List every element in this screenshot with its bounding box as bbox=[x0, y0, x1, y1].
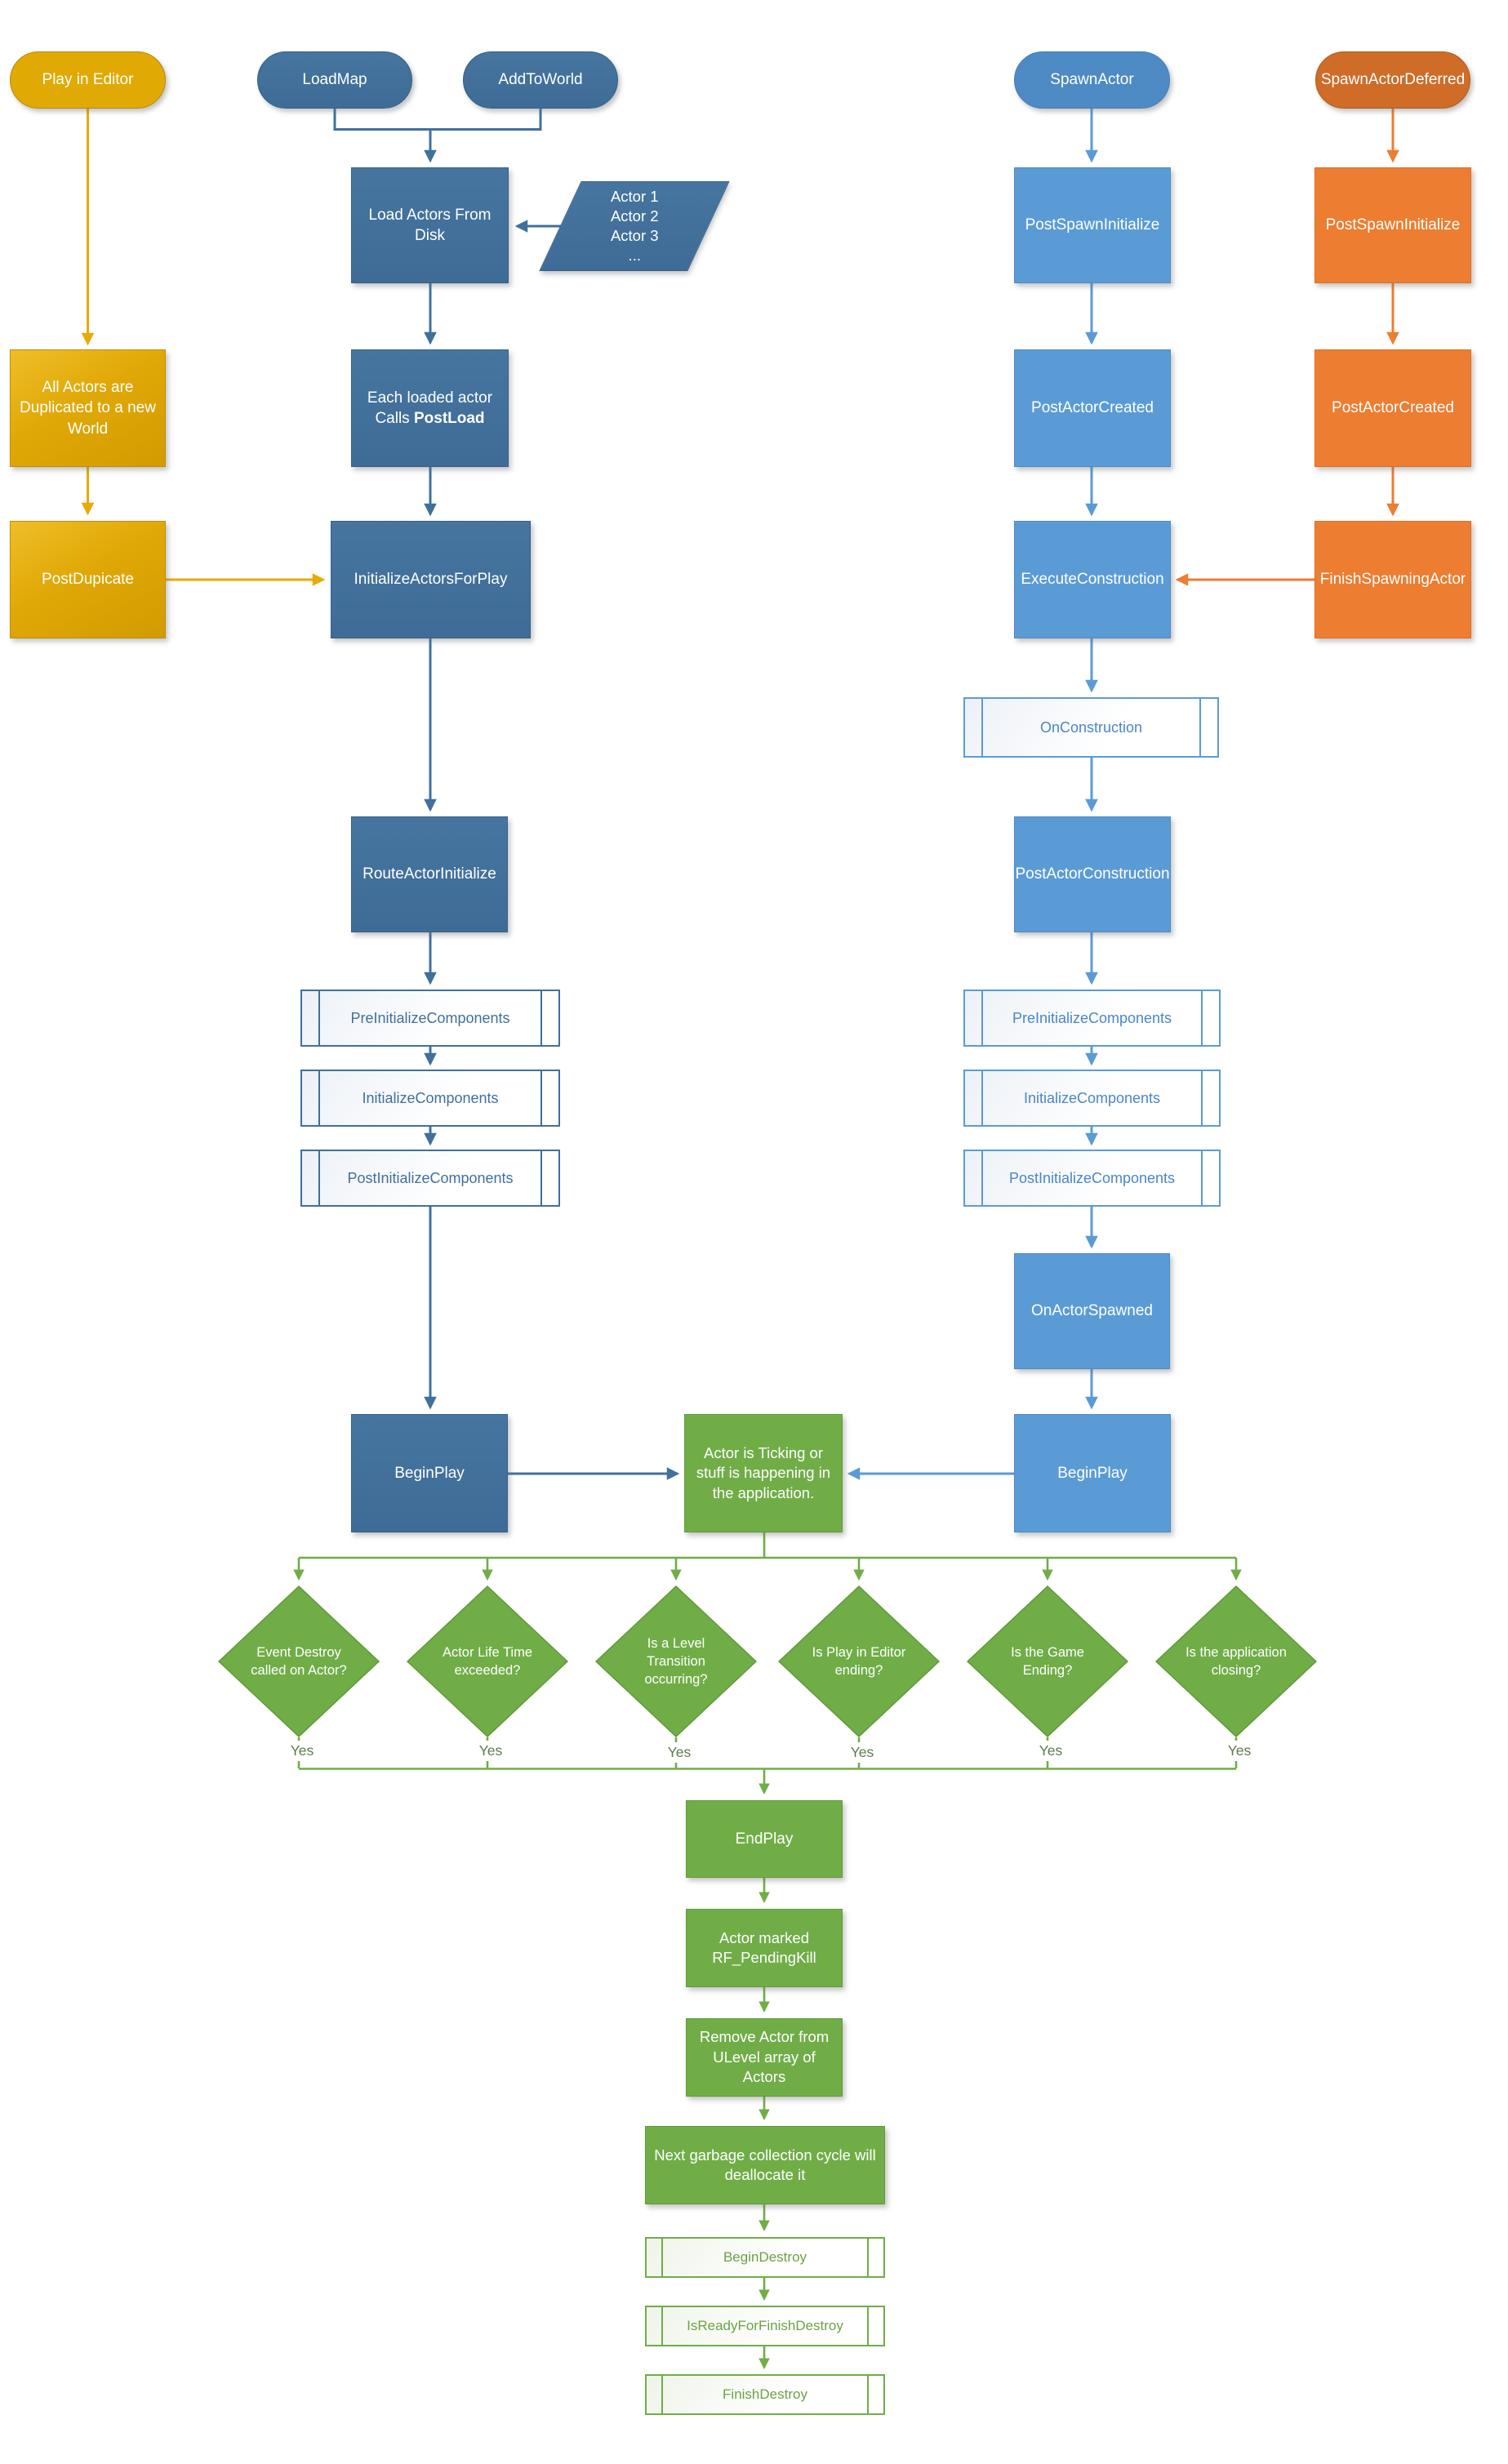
each-loaded-actor-line2: Calls PostLoad bbox=[375, 410, 485, 427]
decision-application-closing: Is the application closing? bbox=[1155, 1586, 1317, 1737]
process-begin-play-left: BeginPlay bbox=[351, 1414, 508, 1532]
yes-label-4: Yes bbox=[836, 1742, 888, 1763]
subroutine-finish-destroy: FinishDestroy bbox=[645, 2374, 885, 2415]
process-all-actors-duplicated: All Actors are Duplicated to a new World bbox=[10, 349, 166, 467]
process-initialize-actors-for-play: InitializeActorsForPlay bbox=[331, 521, 531, 638]
process-post-actor-created-deferred: PostActorCreated bbox=[1314, 349, 1471, 467]
process-begin-play-right: BeginPlay bbox=[1014, 1414, 1171, 1532]
process-post-dupicate: PostDupicate bbox=[10, 521, 166, 638]
subroutine-post-initialize-components-right: PostInitializeComponents bbox=[963, 1150, 1221, 1207]
subroutine-is-ready-for-finish-destroy: IsReadyForFinishDestroy bbox=[645, 2306, 885, 2346]
yes-label-5: Yes bbox=[1025, 1741, 1077, 1761]
process-garbage-collection: Next garbage collection cycle will deall… bbox=[645, 2126, 885, 2204]
decision-event-destroy: Event Destroy called on Actor? bbox=[218, 1586, 380, 1737]
process-execute-construction: ExecuteConstruction bbox=[1014, 521, 1171, 638]
yes-label-2: Yes bbox=[465, 1741, 517, 1761]
process-end-play: EndPlay bbox=[686, 1800, 843, 1878]
process-post-spawn-initialize-spawn: PostSpawnInitialize bbox=[1014, 167, 1171, 283]
process-route-actor-initialize: RouteActorInitialize bbox=[351, 816, 508, 932]
actor-list-lines: Actor 1 Actor 2 Actor 3 ... bbox=[610, 187, 659, 265]
decision-play-in-editor-ending: Is Play in Editor ending? bbox=[778, 1586, 940, 1737]
yes-label-3: Yes bbox=[653, 1742, 705, 1763]
terminator-spawn-actor-deferred: SpawnActorDeferred bbox=[1315, 51, 1470, 109]
terminator-add-to-world: AddToWorld bbox=[463, 51, 618, 109]
decision-game-ending: Is the Game Ending? bbox=[967, 1586, 1128, 1737]
terminator-spawn-actor: SpawnActor bbox=[1014, 51, 1170, 109]
subroutine-pre-initialize-components-left: PreInitializeComponents bbox=[300, 990, 560, 1047]
each-loaded-actor-line1: Each loaded actor bbox=[367, 389, 493, 407]
process-actor-ticking: Actor is Ticking or stuff is happening i… bbox=[684, 1414, 843, 1532]
subroutine-begin-destroy: BeginDestroy bbox=[645, 2237, 885, 2278]
process-post-actor-created-spawn: PostActorCreated bbox=[1014, 349, 1171, 467]
subroutine-initialize-components-left: InitializeComponents bbox=[300, 1070, 560, 1127]
subroutine-on-construction: OnConstruction bbox=[963, 697, 1219, 758]
process-finish-spawning-actor: FinishSpawningActor bbox=[1314, 521, 1471, 638]
terminator-load-map: LoadMap bbox=[257, 51, 412, 109]
subroutine-post-initialize-components-left: PostInitializeComponents bbox=[300, 1150, 560, 1207]
process-post-spawn-initialize-deferred: PostSpawnInitialize bbox=[1314, 167, 1471, 283]
yes-label-6: Yes bbox=[1213, 1741, 1266, 1761]
subroutine-initialize-components-right: InitializeComponents bbox=[963, 1070, 1221, 1127]
decision-level-transition: Is a Level Transition occurring? bbox=[595, 1586, 757, 1737]
process-post-actor-construction: PostActorConstruction bbox=[1014, 816, 1171, 932]
process-load-actors-from-disk: Load Actors From Disk bbox=[351, 167, 509, 283]
decision-actor-lifetime: Actor Life Time exceeded? bbox=[407, 1586, 568, 1737]
process-on-actor-spawned: OnActorSpawned bbox=[1014, 1253, 1170, 1369]
process-each-loaded-actor-postload: Each loaded actor Calls PostLoad bbox=[351, 349, 509, 467]
terminator-play-in-editor: Play in Editor bbox=[10, 51, 166, 109]
process-actor-marked-pending-kill: Actor marked RF_PendingKill bbox=[686, 1909, 843, 1987]
process-remove-actor-from-ulevel: Remove Actor from ULevel array of Actors bbox=[686, 2018, 843, 2097]
subroutine-pre-initialize-components-right: PreInitializeComponents bbox=[963, 990, 1221, 1047]
yes-label-1: Yes bbox=[276, 1741, 328, 1761]
